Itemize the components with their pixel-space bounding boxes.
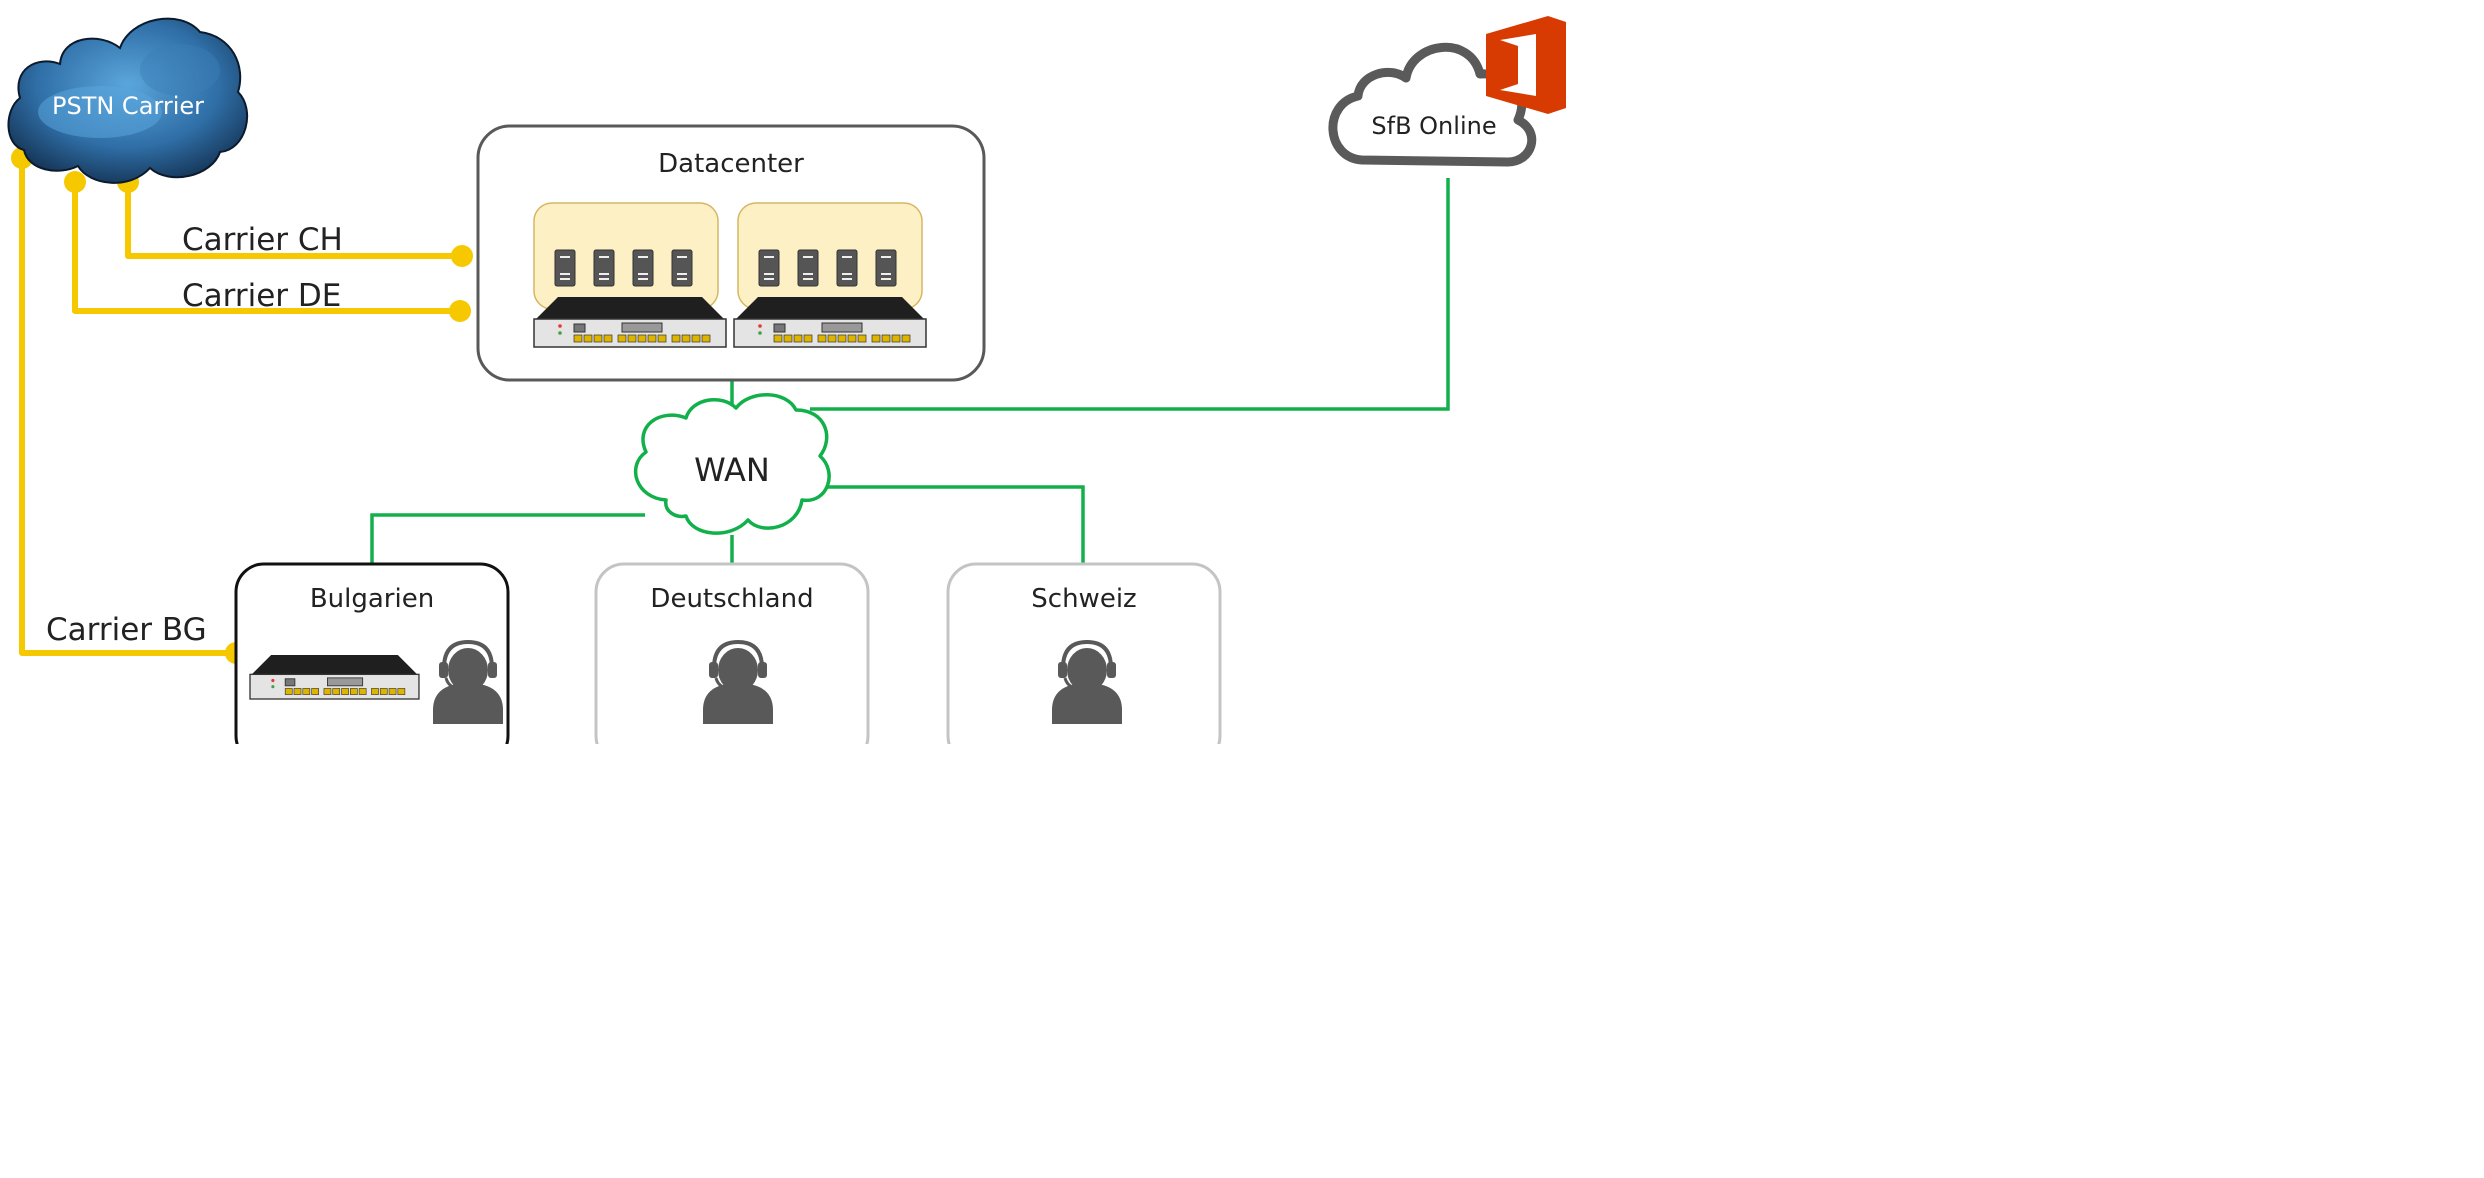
carrier-de-endpoint-top xyxy=(64,171,86,193)
site-deutschland: Deutschland xyxy=(594,562,870,744)
pstn-carrier-cloud: PSTN Carrier xyxy=(7,17,248,184)
sfb-online-cloud: SfB Online xyxy=(1328,43,1537,167)
carrier-bg-line xyxy=(19,158,236,656)
carrier-ch-endpoint-dc xyxy=(451,245,473,267)
server-icon xyxy=(836,249,858,287)
carrier-bg-label: Carrier BG xyxy=(46,612,207,648)
server-rack-left xyxy=(533,202,727,348)
wan-to-bulgarien-line xyxy=(370,513,645,565)
server-icon xyxy=(875,249,897,287)
server-icon xyxy=(554,249,576,287)
site-bulgarien-label: Bulgarien xyxy=(310,584,434,614)
switch-icon xyxy=(533,296,727,348)
datacenter-label: Datacenter xyxy=(658,149,804,179)
server-icon xyxy=(758,249,780,287)
carrier-de-endpoint-dc xyxy=(449,300,471,322)
wan-to-schweiz-line xyxy=(823,485,1085,565)
switch-icon xyxy=(733,296,927,348)
datacenter-box: Datacenter xyxy=(476,124,986,382)
carrier-de-label: Carrier DE xyxy=(182,278,341,314)
wan-label: WAN xyxy=(694,451,770,489)
wan-lines xyxy=(370,178,1450,565)
server-icon xyxy=(671,249,693,287)
server-rack-right xyxy=(733,202,927,348)
sfb-online-label: SfB Online xyxy=(1371,112,1496,140)
wan-cloud: WAN xyxy=(634,393,831,535)
office-logo-icon xyxy=(1486,16,1566,114)
carrier-ch-label: Carrier CH xyxy=(182,222,343,258)
wan-to-sfb-line xyxy=(810,178,1450,411)
carrier-ch-line xyxy=(125,182,462,259)
pstn-carrier-label: PSTN Carrier xyxy=(52,92,204,120)
site-schweiz: Schweiz xyxy=(946,562,1222,744)
site-deutschland-label: Deutschland xyxy=(650,584,813,614)
carrier-lines xyxy=(19,158,462,656)
server-icon xyxy=(632,249,654,287)
switch-icon xyxy=(249,654,420,700)
site-bulgarien: Bulgarien xyxy=(234,562,510,744)
network-diagram: PSTN Carrier Carrier CH Carrier DE Carri… xyxy=(7,16,1566,744)
carrier-de-line xyxy=(72,182,460,314)
server-icon xyxy=(593,249,615,287)
server-icon xyxy=(797,249,819,287)
site-schweiz-label: Schweiz xyxy=(1031,584,1136,614)
